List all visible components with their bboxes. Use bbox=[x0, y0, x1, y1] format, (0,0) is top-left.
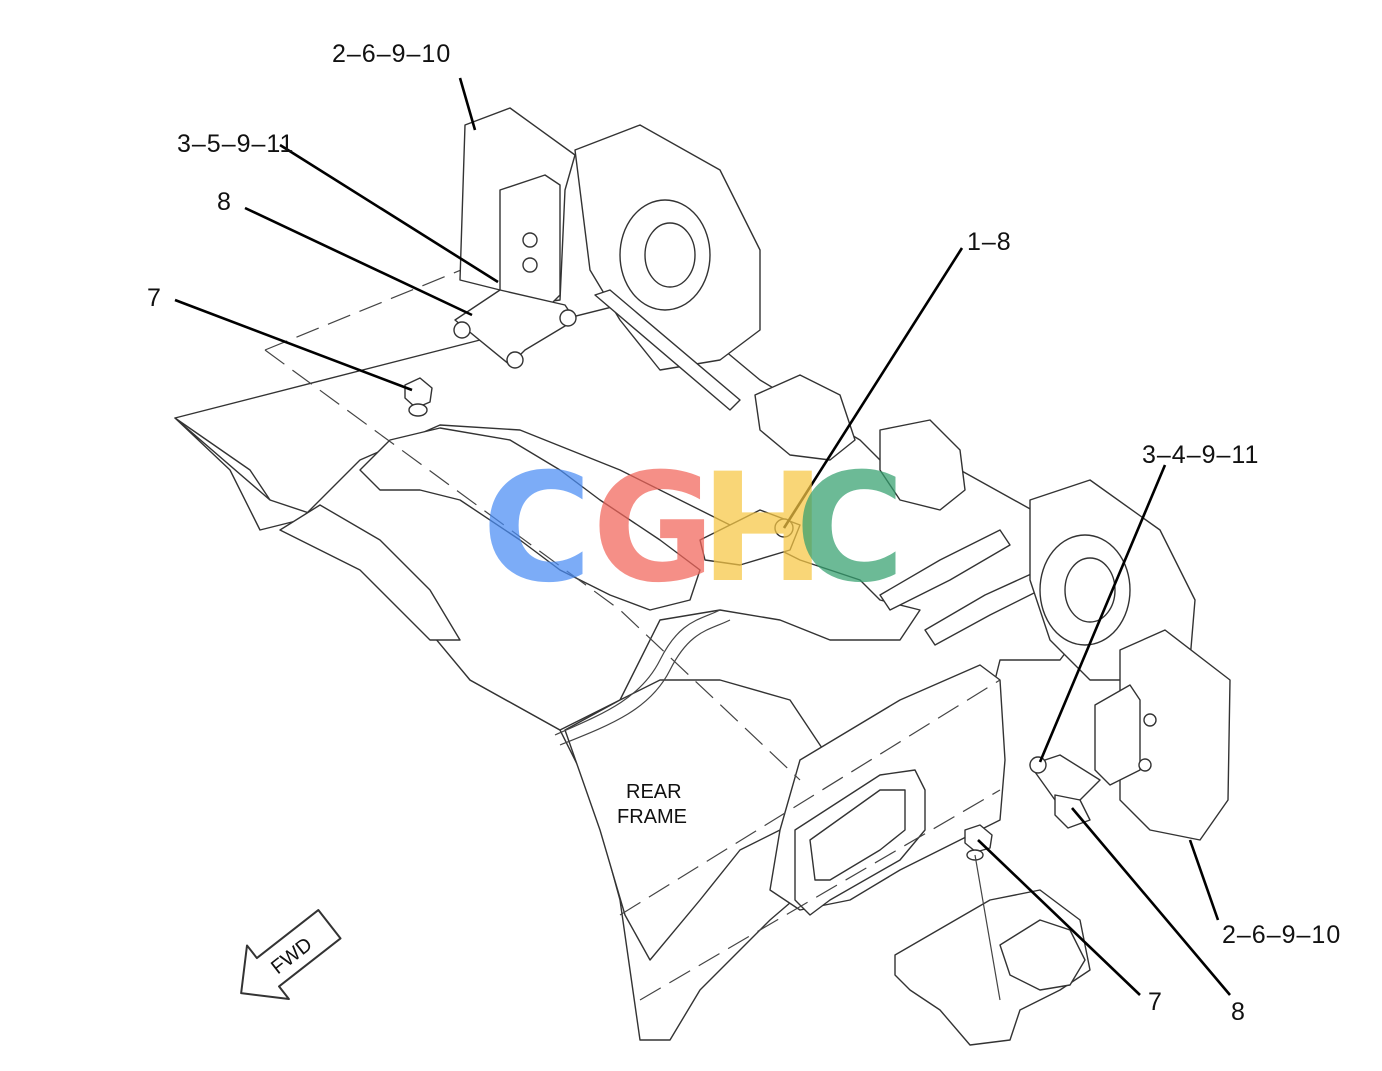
center-mechanism bbox=[594, 289, 1051, 646]
leader-right-3-4-9-11 bbox=[1038, 464, 1167, 763]
leader-bottom-7 bbox=[977, 839, 1141, 996]
right-lamp-assembly bbox=[1029, 479, 1231, 841]
callout-top-left-2-6-9-10: 2–6–9–10 bbox=[332, 40, 451, 68]
leader-top-8 bbox=[244, 206, 473, 317]
callout-top-left-3-5-9-11: 3–5–9–11 bbox=[177, 130, 294, 158]
callout-center-1-8: 1–8 bbox=[967, 228, 1012, 256]
watermark-letter-c2: C bbox=[795, 442, 905, 616]
leader-top-3-5-9-11 bbox=[279, 143, 499, 284]
frame-label-line2: FRAME bbox=[617, 806, 687, 828]
callout-right-3-4-9-11: 3–4–9–11 bbox=[1142, 441, 1259, 469]
leader-top-2-6-9-10 bbox=[458, 77, 477, 131]
watermark-logo: C G H C bbox=[482, 442, 905, 616]
rear-frame bbox=[174, 249, 1091, 1046]
callout-labels: 2–6–9–10 3–5–9–11 8 7 1–8 3–4–9–11 2–6–9… bbox=[147, 40, 1341, 1026]
leader-center-1-8 bbox=[782, 247, 964, 529]
callout-bottom-8: 8 bbox=[1231, 998, 1246, 1026]
watermark-letter-h: H bbox=[700, 442, 826, 616]
callout-right-2-6-9-10: 2–6–9–10 bbox=[1222, 921, 1341, 949]
watermark-letter-c1: C bbox=[482, 442, 592, 616]
callout-bottom-7: 7 bbox=[1148, 988, 1163, 1016]
leader-bottom-8 bbox=[1071, 807, 1231, 996]
callout-top-left-8: 8 bbox=[217, 188, 232, 216]
clip-upper bbox=[404, 377, 433, 417]
leader-left-7 bbox=[174, 298, 413, 392]
leader-right-2-6-9-10 bbox=[1188, 839, 1220, 921]
watermark-letter-g: G bbox=[592, 442, 715, 616]
callout-left-7: 7 bbox=[147, 284, 162, 312]
frame-label-line1: REAR bbox=[626, 781, 682, 803]
leader-lines bbox=[174, 77, 1231, 996]
forward-arrow-icon: FWD bbox=[240, 909, 342, 1001]
